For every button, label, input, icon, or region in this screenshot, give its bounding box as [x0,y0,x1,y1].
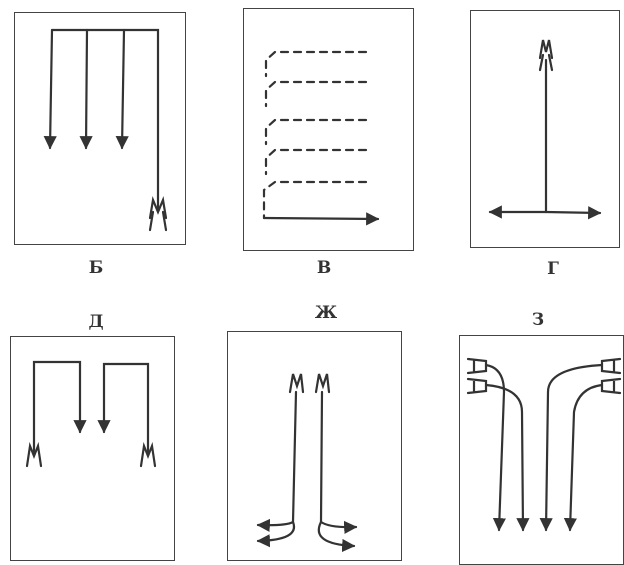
diagram-d-arrows [27,362,155,466]
diagram-z-arrows [468,359,620,530]
diagram-zh-arrows [258,374,356,546]
diagram-v-arrows [264,52,366,218]
diagram-b-arrows [50,30,166,230]
diagram-g-arrows [490,40,600,213]
